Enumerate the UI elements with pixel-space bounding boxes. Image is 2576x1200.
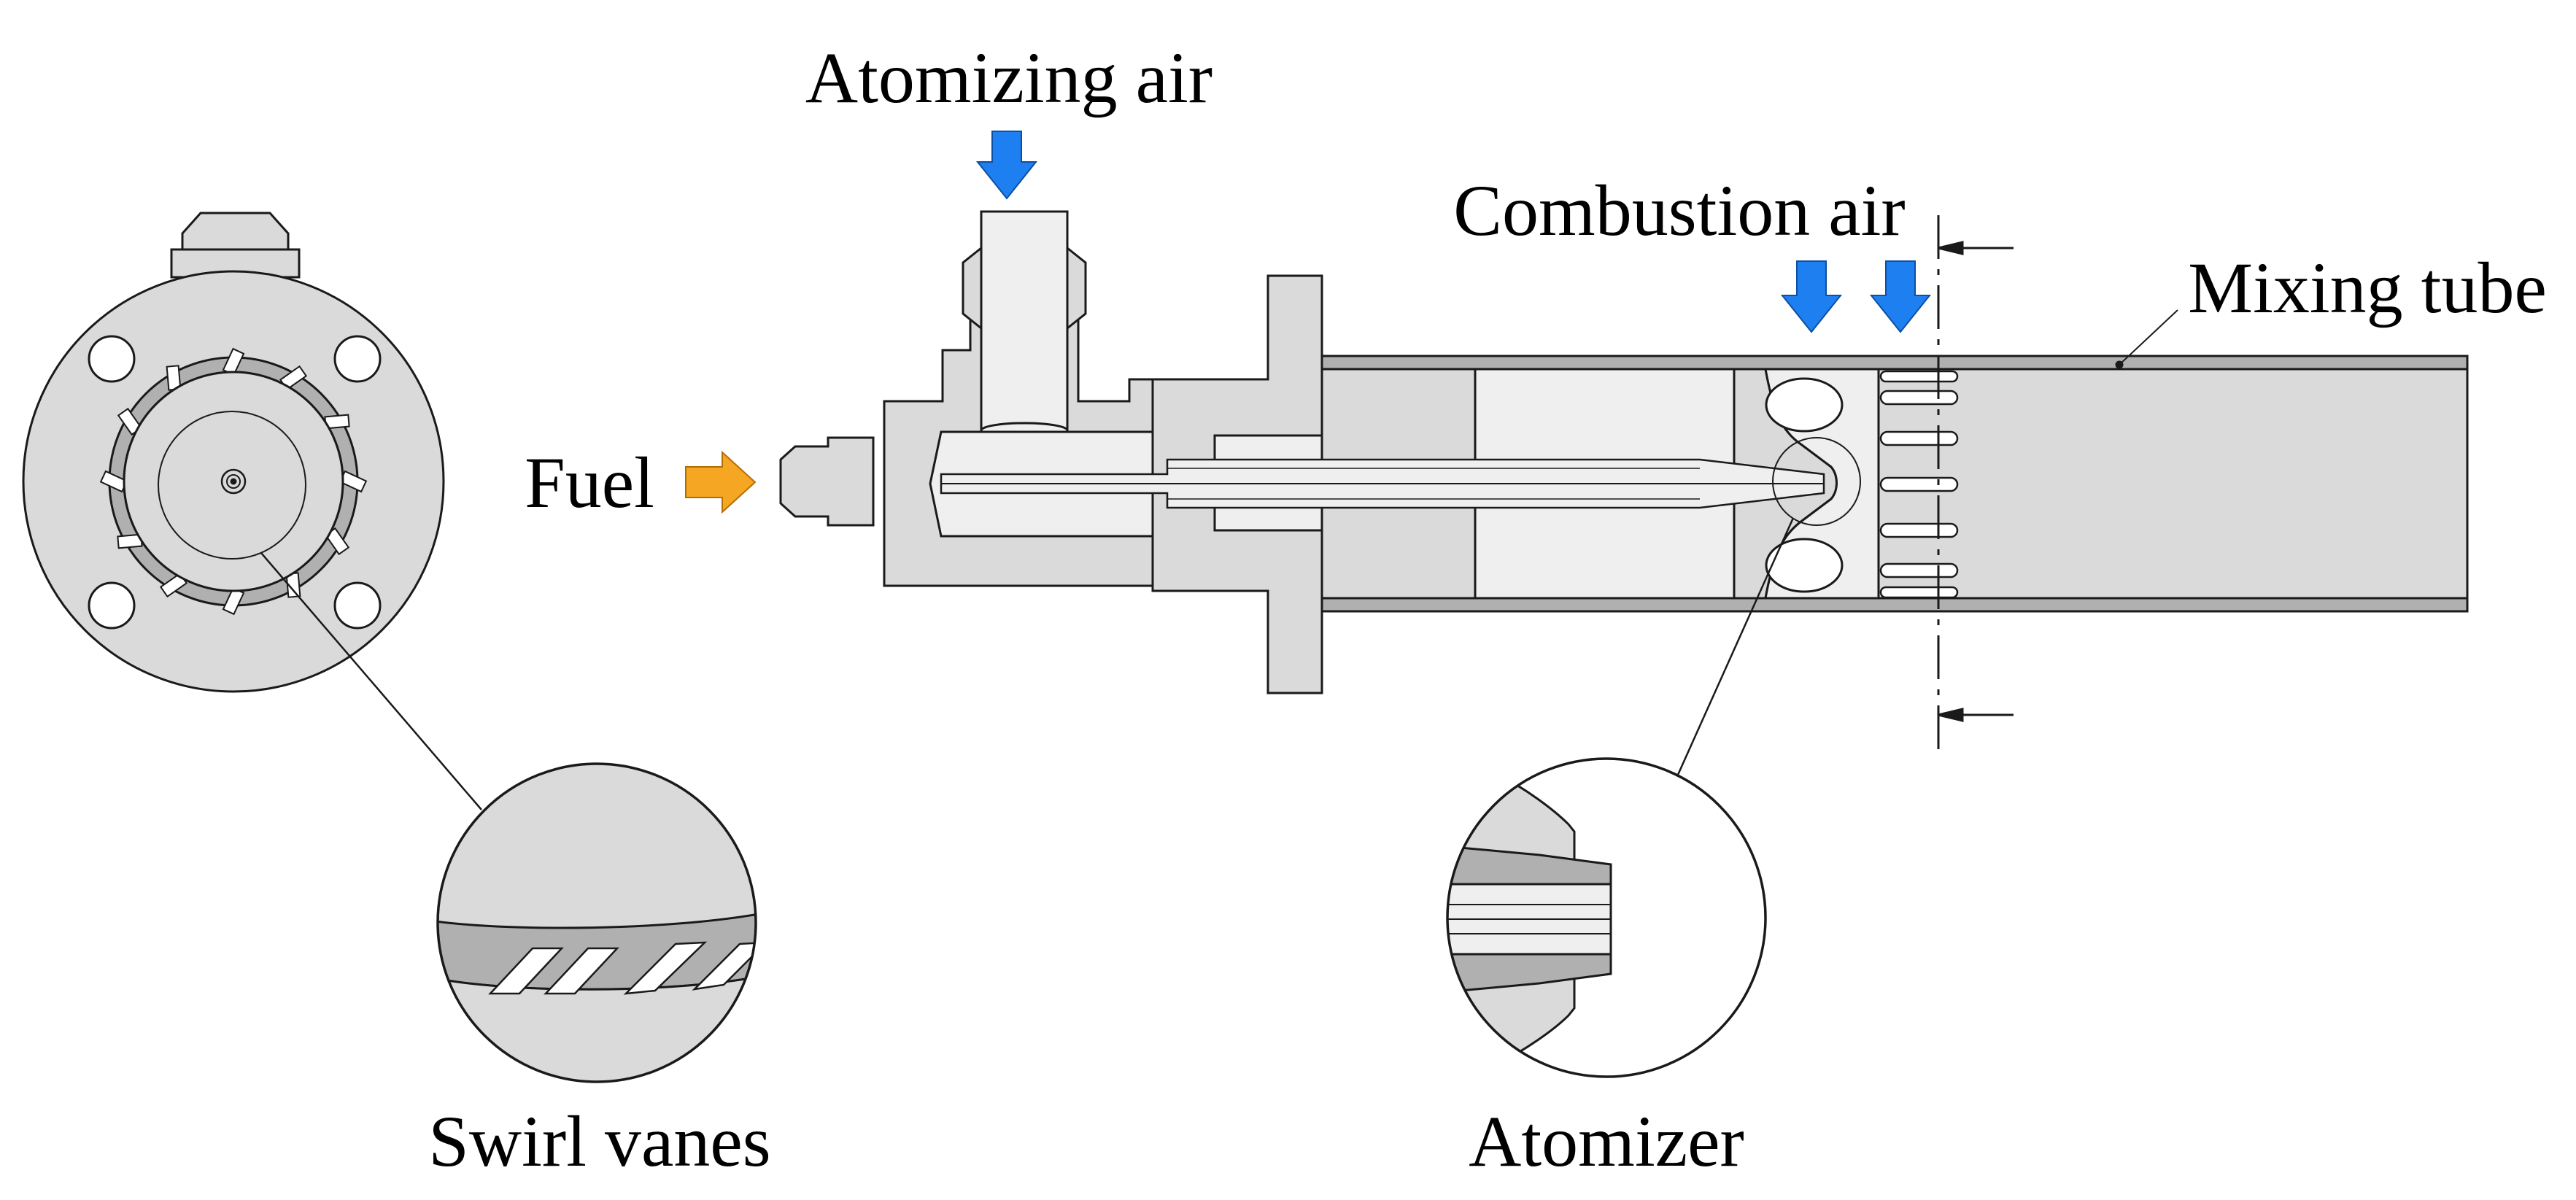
bolt-hole: [333, 335, 382, 383]
label-mixing-tube: Mixing tube: [2188, 247, 2547, 328]
label-combustion-air: Combustion air: [1453, 170, 1905, 251]
mixing-tube-wall-top: [1320, 355, 2469, 371]
swirl-vane-slots: [99, 347, 368, 616]
mixing-tube-wall-bottom: [1320, 597, 2469, 613]
atomizing-air-arrow: [975, 131, 1038, 200]
swirl-detail-marker: [158, 411, 306, 560]
atomizing-air-inlet: [980, 210, 1069, 436]
atomizer-detail-marker: [1772, 437, 1861, 526]
fuel-fitting: [779, 436, 875, 527]
atomizer-detail: [1446, 757, 1767, 1078]
swirl-leader-line: [260, 552, 482, 810]
label-atomizing-air: Atomizing air: [805, 37, 1212, 118]
air-opening: [1765, 538, 1844, 593]
bolt-hole: [88, 335, 136, 383]
label-fuel: Fuel: [525, 442, 654, 523]
fuel-arrow: [685, 450, 757, 514]
atomizer-leader-line: [1676, 517, 1795, 775]
bolt-hole: [333, 581, 382, 630]
side-section: [779, 210, 2469, 775]
swirl-vanes-detail: [436, 762, 757, 1083]
combustion-air-arrow: [1869, 260, 1932, 333]
label-swirl-vanes: Swirl vanes: [428, 1101, 770, 1182]
label-atomizer: Atomizer: [1469, 1101, 1744, 1182]
combustion-air-arrow: [1780, 260, 1843, 333]
front-view-nozzle: [170, 212, 301, 279]
bolt-hole: [88, 581, 136, 630]
mixing-tube-leader: [2119, 309, 2178, 365]
air-opening: [1765, 377, 1844, 433]
front-view: [22, 212, 482, 810]
